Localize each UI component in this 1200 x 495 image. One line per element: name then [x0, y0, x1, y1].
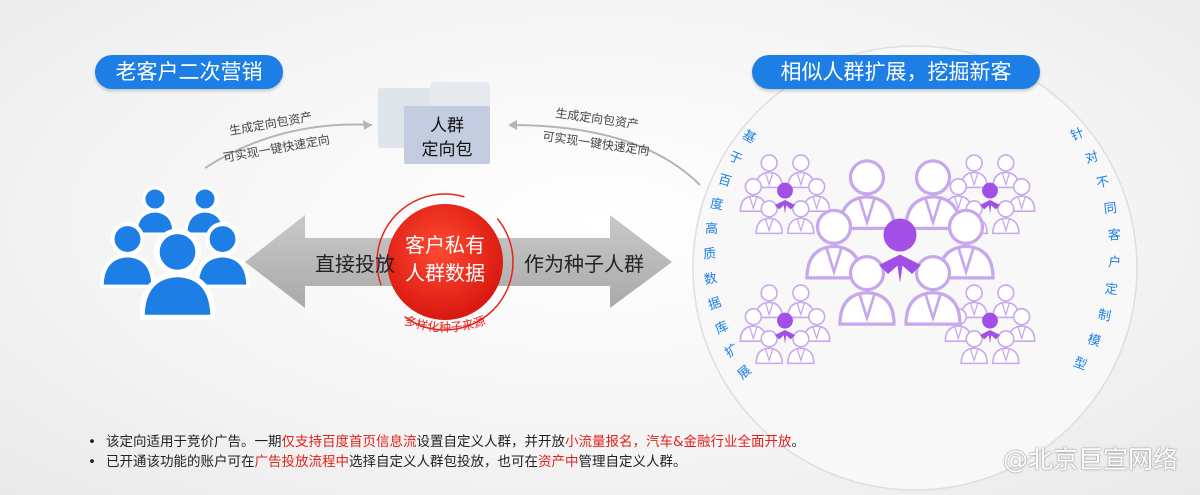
center-text-2: 人群数据 — [405, 261, 485, 285]
svg-text:质: 质 — [703, 246, 717, 262]
note-segment: 管理自定义人群。 — [578, 454, 687, 470]
seed-crowd-label: 作为种子人群 — [524, 252, 644, 276]
direct-delivery-label: 直接投放 — [315, 252, 395, 276]
curved-arrow-left — [204, 123, 373, 169]
svg-text:对: 对 — [1084, 149, 1101, 167]
watermark: @北京巨宣网络 — [1002, 445, 1178, 474]
svg-text:模: 模 — [1085, 332, 1102, 350]
svg-text:针: 针 — [1069, 126, 1087, 145]
svg-text:生成定向包资产: 生成定向包资产 — [228, 109, 313, 138]
svg-text:高: 高 — [705, 221, 719, 237]
svg-text:据: 据 — [706, 295, 723, 313]
private-data-circle — [387, 204, 503, 320]
note-segment: 小流量报名，汽车&金融行业全面开放 — [564, 434, 792, 450]
svg-text:制: 制 — [1096, 307, 1112, 324]
svg-text:库: 库 — [713, 318, 732, 338]
curved-arrow-right — [509, 124, 701, 186]
old-customers-icon — [102, 186, 249, 318]
note-segment: 已开通该功能的账户可在 — [105, 454, 255, 470]
note-segment: 。 — [791, 434, 806, 450]
svg-text:于: 于 — [726, 149, 744, 168]
note-segment: 广告投放流程中 — [254, 454, 349, 470]
svg-text:度: 度 — [709, 196, 724, 214]
center-caption: 多样化种子来源 — [403, 314, 487, 335]
svg-text:客: 客 — [1108, 227, 1122, 244]
note-segment: 设置自定义人群，并开放 — [416, 434, 565, 450]
svg-text:同: 同 — [1103, 201, 1118, 217]
svg-text:不: 不 — [1095, 174, 1111, 191]
red-ring — [376, 193, 514, 331]
svg-text:户: 户 — [1108, 254, 1122, 271]
svg-text:人群: 人群 — [430, 116, 464, 136]
center-text-1: 客户私有 — [405, 233, 485, 257]
svg-text:定向包: 定向包 — [422, 140, 473, 160]
note-segment: 该定向适用于竞价广告。一期 — [105, 434, 282, 450]
svg-text:数: 数 — [703, 271, 719, 288]
svg-text:百: 百 — [716, 172, 733, 190]
old-customer-title: 老客户二次营销 — [95, 55, 283, 89]
note-1: 该定向适用于竞价广告。一期仅支持百度首页信息流设置自定义人群，并开放小流量报名，… — [88, 432, 805, 452]
note-segment: 仅支持百度首页信息流 — [281, 434, 417, 450]
notes: 该定向适用于竞价广告。一期仅支持百度首页信息流设置自定义人群，并开放小流量报名，… — [88, 432, 805, 472]
folder-icon — [404, 106, 490, 164]
svg-text:型: 型 — [1071, 355, 1089, 374]
svg-text:定: 定 — [1104, 282, 1119, 298]
note-segment: 资产中 — [537, 454, 579, 470]
lookalike-title: 相似人群扩展，挖掘新客 — [752, 55, 1040, 89]
svg-text:基: 基 — [739, 128, 758, 147]
note-2: 已开通该功能的账户可在广告投放流程中选择自定义人群包投放，也可在资产中管理自定义… — [88, 452, 805, 472]
note-segment: 选择自定义人群包投放，也可在 — [348, 454, 538, 470]
